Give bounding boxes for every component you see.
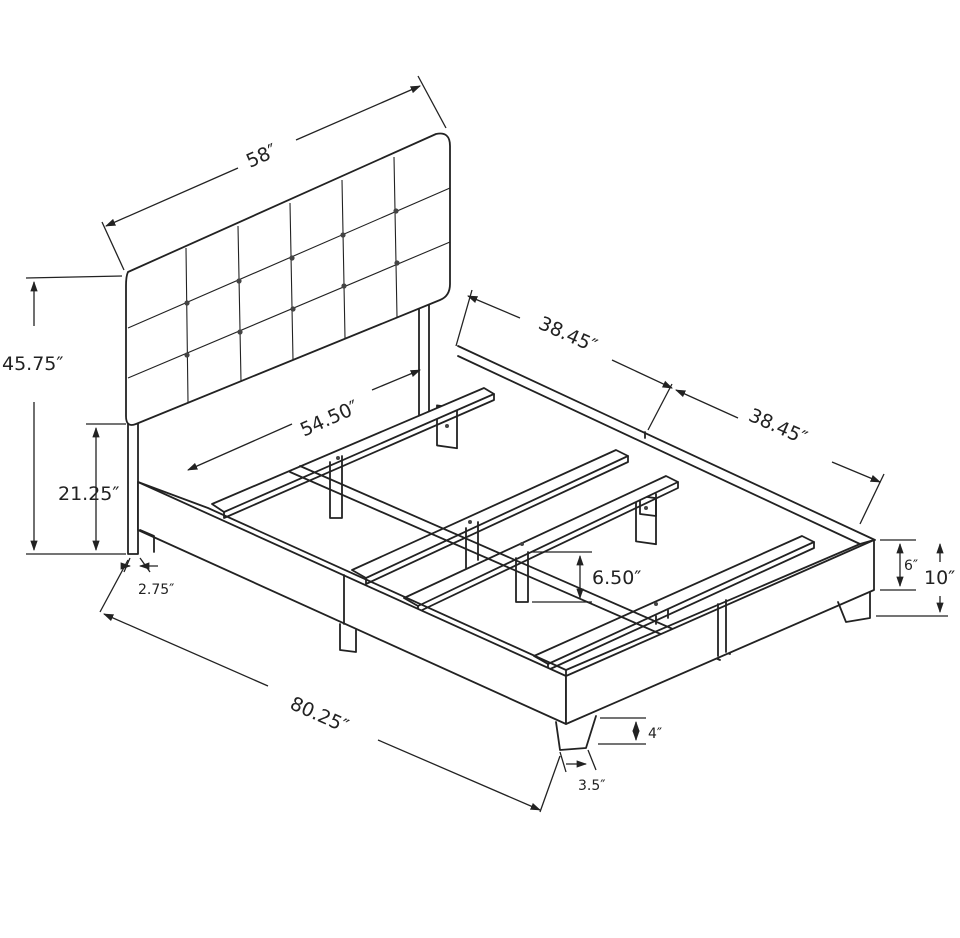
headboard-left-post [127, 423, 139, 555]
label-post-width: 2.75″ [138, 582, 174, 598]
center-leg-1 [329, 455, 343, 519]
label-slat-leg-height: 6.50″ [592, 567, 641, 589]
near-side-rail [137, 481, 567, 725]
label-leg-height: 4″ [648, 726, 662, 742]
near-rail-center-leg [339, 623, 357, 653]
headboard-right-post [418, 291, 430, 423]
center-leg-2 [465, 521, 479, 569]
label-rail-height: 6″ [904, 558, 918, 574]
label-inner-width: 54.50″ [297, 396, 362, 441]
headboard-tufting-cols [185, 156, 398, 403]
headboard [125, 132, 451, 555]
label-leg-width: 3.5″ [578, 778, 606, 794]
label-total-height: 45.75″ [2, 353, 64, 375]
footboard-right-leg [837, 591, 871, 623]
near-rail-head-leg [139, 529, 155, 553]
label-back-rail: 38.45″ [535, 312, 600, 357]
center-leg-4 [655, 609, 669, 625]
headboard-panel [125, 132, 451, 426]
slats [211, 387, 815, 671]
far-side-rail [436, 345, 876, 546]
center-beam [289, 465, 731, 661]
label-headboard-width: 58″ [243, 140, 281, 173]
footboard-front [565, 539, 875, 725]
label-headboard-clearance: 21.25″ [58, 483, 120, 505]
label-front-rail: 38.45″ [745, 404, 810, 449]
footboard [555, 539, 875, 751]
footboard-left-leg [555, 715, 597, 751]
label-total-length: 80.25″ [287, 693, 352, 738]
center-leg-3 [515, 551, 529, 603]
dimension-lines [25, 75, 948, 813]
label-footboard-height: 10″ [924, 567, 955, 589]
dimension-labels: 58″ 45.75″ 21.25″ 2.75″ 54.50″ 38.45″ 38… [2, 140, 955, 794]
